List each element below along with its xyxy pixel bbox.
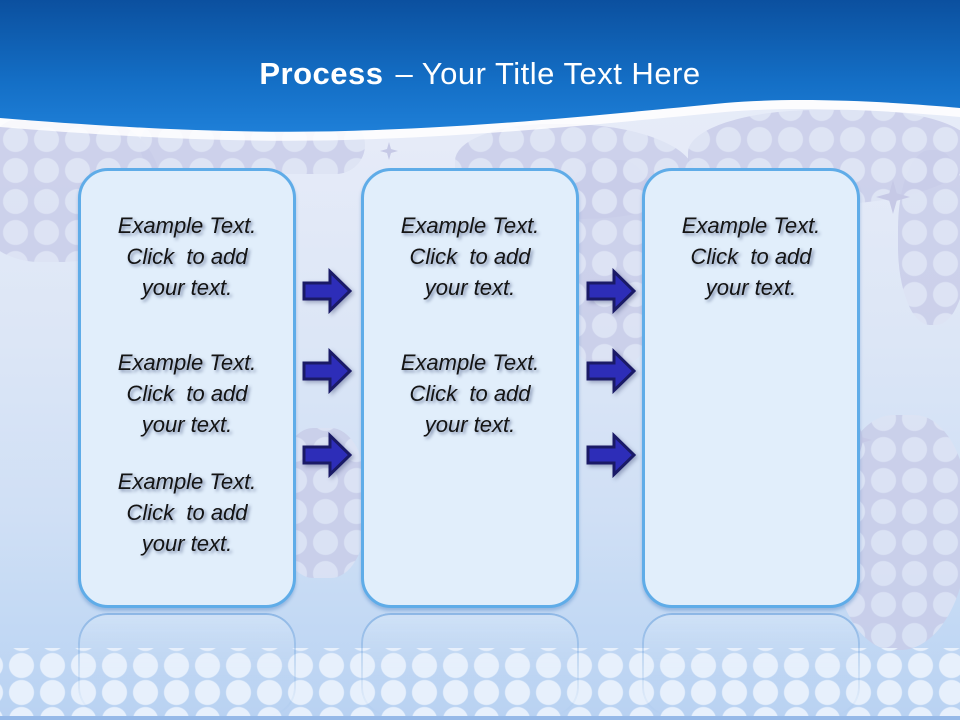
placeholder-text[interactable]: Example Text. Click to add your text.: [117, 350, 257, 437]
title-text: – Your Title Text Here: [395, 56, 701, 91]
bottom-edge-strip: [0, 716, 960, 720]
slide-title: Process – Your Title Text Here: [0, 55, 960, 93]
placeholder-text[interactable]: Example Text. Click to add your text.: [681, 213, 821, 300]
placeholder-text[interactable]: Example Text. Click to add your text.: [117, 469, 257, 556]
placeholder-text[interactable]: Example Text. Click to add your text.: [117, 213, 257, 300]
block-arrow-right-icon: [302, 268, 352, 314]
block-arrow-right-icon: [302, 348, 352, 394]
placeholder-text[interactable]: Example Text. Click to add your text.: [400, 350, 540, 437]
title-keyword: Process: [259, 56, 384, 91]
block-arrow-right-icon: [586, 268, 636, 314]
process-box-2: Example Text. Click to add your text. Ex…: [361, 168, 579, 608]
process-box-1: Example Text. Click to add your text. Ex…: [78, 168, 296, 608]
sparkle-icon: [380, 142, 398, 160]
block-arrow-right-icon: [302, 432, 352, 478]
box-reflection: [642, 613, 860, 717]
process-box-3: Example Text. Click to add your text.: [642, 168, 860, 608]
block-arrow-right-icon: [586, 348, 636, 394]
box-reflection: [78, 613, 296, 717]
box-reflection: [361, 613, 579, 717]
block-arrow-right-icon: [586, 432, 636, 478]
placeholder-text[interactable]: Example Text. Click to add your text.: [400, 213, 540, 300]
map-dots-pattern: [898, 150, 960, 325]
